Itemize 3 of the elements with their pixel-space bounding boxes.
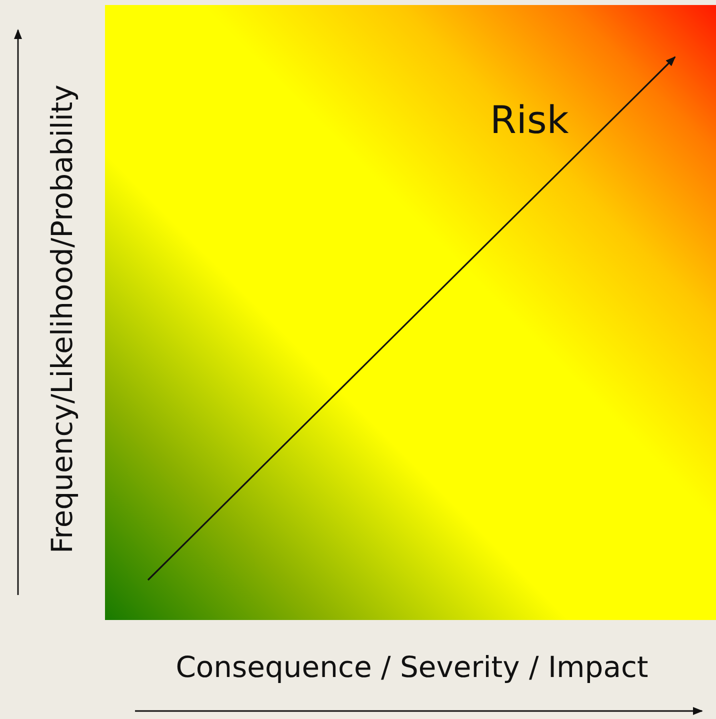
y-axis-label: Frequency/Likelihood/Probability: [44, 84, 80, 556]
risk-label: Risk: [490, 98, 569, 142]
x-axis-label: Consequence / Severity / Impact: [174, 650, 650, 684]
